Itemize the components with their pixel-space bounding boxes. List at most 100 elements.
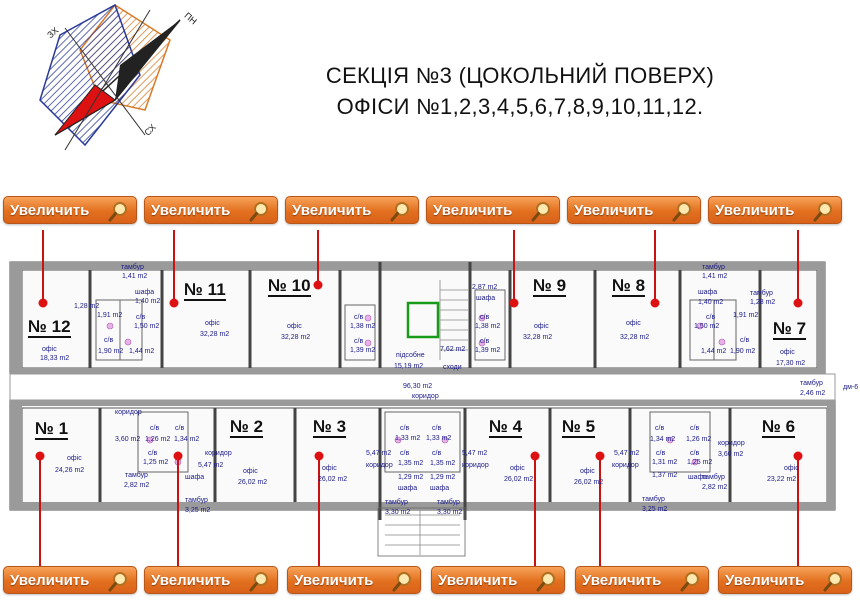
zoom-button-office-5[interactable]: Увеличить: [575, 566, 709, 594]
area-label: 1,44 m2: [701, 348, 727, 355]
area-label: коридор: [205, 450, 232, 457]
area-label: 96,30 m2: [403, 383, 433, 390]
title-line-1: СЕКЦІЯ №3 (ЦОКОЛЬНИЙ ПОВЕРХ): [325, 63, 715, 88]
zoom-button-office-6[interactable]: Увеличить: [718, 566, 852, 594]
area-label: офіс: [243, 468, 258, 475]
magnifier-icon: [108, 572, 127, 592]
zoom-button-office-9[interactable]: Увеличить: [426, 196, 560, 224]
area-label: коридор: [115, 409, 142, 416]
room-number-11: № 11: [184, 280, 226, 301]
zoom-button-office-3[interactable]: Увеличить: [287, 566, 421, 594]
area-label: офіс: [784, 465, 799, 472]
area-label: с/в: [432, 450, 442, 457]
magnifier-icon: [672, 202, 691, 222]
area-label: 1,33 m2: [395, 435, 421, 442]
area-label: тамбур: [750, 290, 773, 297]
area-label: с/в: [740, 337, 750, 344]
area-label: шафа: [185, 474, 205, 481]
room-number-1: № 1: [35, 419, 69, 440]
area-label: 1,39 m2: [350, 347, 376, 354]
area-label: тамбур: [125, 472, 148, 479]
area-label: 2,87 m2: [472, 284, 498, 291]
magnifier-icon: [536, 572, 555, 592]
area-label: 1,41 m2: [702, 273, 728, 280]
room-number-3: № 3: [313, 417, 347, 438]
area-label: шафа: [398, 485, 418, 492]
room-number-8: № 8: [612, 276, 646, 297]
area-label: с/в: [148, 450, 158, 457]
zoom-button-office-1[interactable]: Увеличить: [3, 566, 137, 594]
area-label: 24,26 m2: [55, 467, 85, 474]
area-label: 5,47 m2: [462, 450, 488, 457]
area-label: 32,28 m2: [281, 334, 311, 341]
area-label: 1,26 m2: [686, 436, 712, 443]
area-label: 3,60 m2: [718, 451, 744, 458]
area-label: 26,02 m2: [574, 479, 604, 486]
zoom-button-office-11[interactable]: Увеличить: [144, 196, 278, 224]
area-label: с/в: [150, 425, 160, 432]
area-label: офіс: [580, 468, 595, 475]
compass-sx-label: СХ: [142, 122, 158, 138]
area-label: 2,46 m2: [800, 390, 826, 397]
room-number-12: № 12: [28, 317, 71, 338]
magnifier-icon: [680, 572, 699, 592]
area-label: 1,50 m2: [134, 323, 160, 330]
area-label: 26,02 m2: [504, 476, 534, 483]
zoom-button-office-8[interactable]: Увеличить: [567, 196, 701, 224]
magnifier-icon: [392, 572, 411, 592]
area-label: 26,02 m2: [318, 476, 348, 483]
area-label: с/в: [104, 337, 114, 344]
area-label: 32,28 m2: [200, 331, 230, 338]
area-label: 1,40 m2: [698, 299, 724, 306]
area-label: 23,22 m2: [767, 476, 797, 483]
area-label: офіс: [626, 320, 641, 327]
zoom-button-office-2[interactable]: Увеличить: [144, 566, 278, 594]
area-label: 1,38 m2: [350, 323, 376, 330]
area-label: 32,28 m2: [523, 334, 553, 341]
area-label: 1,38 m2: [475, 323, 501, 330]
area-label: 1,25 m2: [143, 459, 169, 466]
area-label: с/в: [690, 450, 700, 457]
area-label: офіс: [205, 320, 220, 327]
area-label: 3,25 m2: [185, 507, 211, 514]
area-label: 1,29 m2: [430, 474, 456, 481]
area-label: 1,40 m2: [135, 298, 161, 305]
area-label: 1,25 m2: [687, 459, 713, 466]
zoom-button-office-4[interactable]: Увеличить: [431, 566, 565, 594]
area-label: с/в: [656, 450, 666, 457]
area-label: офіс: [67, 455, 82, 462]
page-title: СЕКЦІЯ №3 (ЦОКОЛЬНИЙ ПОВЕРХ) ОФІСИ №1,2,…: [250, 60, 790, 122]
area-label: офіс: [510, 465, 525, 472]
area-label: тамбур: [702, 264, 725, 271]
area-label: офіс: [322, 465, 337, 472]
area-label: 1,26 m2: [145, 436, 171, 443]
area-label: 15,19 m2: [394, 363, 424, 370]
magnifier-icon: [249, 572, 268, 592]
area-label: 1,35 m2: [430, 460, 456, 467]
area-label: 17,30 m2: [776, 360, 806, 367]
zoom-button-office-7[interactable]: Увеличить: [708, 196, 842, 224]
title-line-2: ОФІСИ №1,2,3,4,5,6,7,8,9,10,11,12.: [336, 94, 704, 119]
area-label: 1,91 m2: [733, 312, 759, 319]
area-label: офіс: [780, 349, 795, 356]
area-label: 26,02 m2: [238, 479, 268, 486]
magnifier-icon: [249, 202, 268, 222]
compass-rose-icon: ЗХ ПН СХ: [39, 3, 199, 151]
area-label: с/в: [432, 425, 442, 432]
area-label: дм-6: [843, 384, 859, 391]
zoom-button-office-12[interactable]: Увеличить: [3, 196, 137, 224]
area-label: 1,34 m2: [174, 436, 200, 443]
room-number-5: № 5: [562, 417, 596, 438]
area-label: тамбур: [185, 497, 208, 504]
area-label: с/в: [690, 425, 700, 432]
area-label: с/в: [400, 450, 410, 457]
area-label: с/в: [706, 314, 716, 321]
zoom-button-office-10[interactable]: Увеличить: [285, 196, 419, 224]
area-label: 18,33 m2: [40, 355, 70, 362]
area-label: 1,37 m2: [652, 472, 678, 479]
area-label: офіс: [42, 346, 57, 353]
room-number-9: № 9: [533, 276, 567, 297]
area-label: 2,82 m2: [702, 484, 728, 491]
area-label: шафа: [430, 485, 450, 492]
